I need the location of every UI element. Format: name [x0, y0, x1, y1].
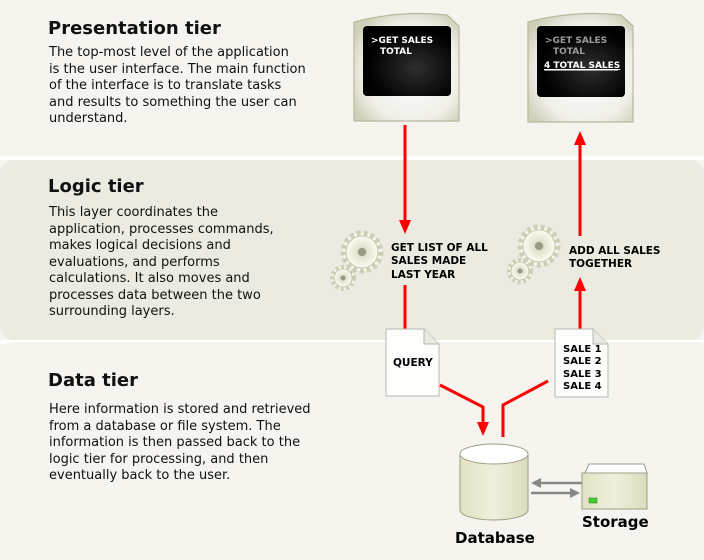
terminal-right: >GET SALES TOTAL 4 TOTAL SALES	[527, 12, 634, 123]
sale-item: SALE 3	[563, 369, 602, 380]
gear-icon	[517, 224, 561, 268]
sale-item: SALE 1	[563, 344, 602, 355]
logic-tier-description: This layer coordinates the application, …	[49, 205, 274, 319]
document-label: QUERY	[393, 357, 433, 369]
arrow-head-up	[574, 277, 586, 291]
logic-step-label: SALES MADE	[391, 255, 466, 267]
screen-line: >GET SALES	[545, 36, 607, 46]
arrow-head-down	[477, 422, 489, 436]
sync-arrows	[531, 481, 582, 495]
request-flow-arrows	[403, 125, 582, 437]
arrow-line	[501, 379, 549, 437]
sales-document: SALE 1 SALE 2 SALE 3 SALE 4	[554, 328, 609, 398]
logic-tier-title: Logic tier	[48, 176, 144, 197]
presentation-tier-description: The top-most level of the application is…	[49, 45, 306, 126]
sale-item: SALE 4	[563, 381, 602, 392]
data-tier-description: Here information is stored and retrieved…	[49, 402, 311, 483]
database-icon	[459, 443, 529, 521]
storage-label: Storage	[582, 513, 649, 531]
gear-icon	[330, 265, 356, 291]
query-document: QUERY	[385, 328, 440, 397]
screen-line: >GET SALES	[371, 36, 433, 46]
gear-icon	[507, 258, 533, 284]
gear-icon	[340, 230, 384, 274]
document-icon	[385, 328, 440, 397]
logic-step-label: ADD ALL SALES	[569, 245, 661, 257]
document-icon	[554, 328, 609, 398]
screen-line: TOTAL	[553, 47, 585, 57]
tier-separator	[0, 156, 704, 160]
data-tier-title: Data tier	[48, 370, 138, 391]
storage-led	[588, 497, 598, 504]
presentation-tier-title: Presentation tier	[48, 18, 221, 39]
storage-icon	[581, 463, 648, 510]
arrow-head-up	[574, 131, 586, 145]
logic-step-label: GET LIST OF ALL	[391, 242, 488, 254]
screen-line: TOTAL	[380, 47, 412, 57]
terminal-screen	[363, 26, 451, 96]
arrow-heads	[399, 131, 586, 436]
arrow-head-left	[531, 478, 541, 488]
terminal-screen	[537, 26, 625, 97]
logic-step-label: LAST YEAR	[391, 269, 455, 281]
terminal-left: >GET SALES TOTAL	[353, 12, 460, 122]
arrow-line	[439, 383, 485, 422]
logic-step-label: TOGETHER	[569, 258, 632, 270]
sale-item: SALE 2	[563, 356, 602, 367]
screen-result: 4 TOTAL SALES	[544, 61, 620, 71]
arrow-head-down	[399, 220, 411, 234]
database-label: Database	[455, 529, 535, 547]
arrow-head-right	[570, 488, 580, 498]
